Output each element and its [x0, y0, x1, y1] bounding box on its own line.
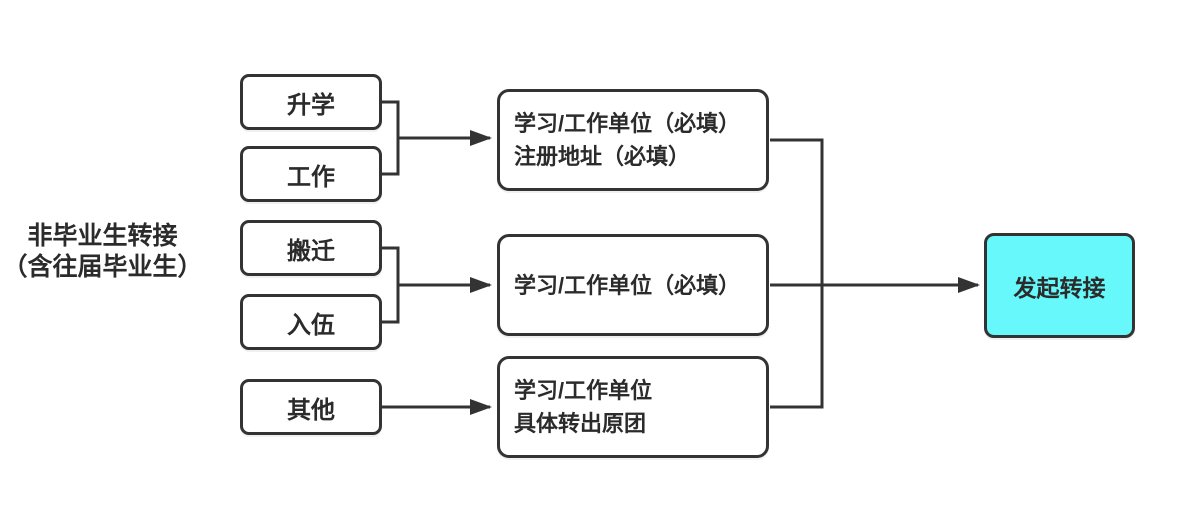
- side-label-line1: 非毕业生转接: [27, 222, 178, 250]
- requirement-box-study-work-address: 学习/工作单位（必填） 注册地址（必填）: [497, 89, 769, 191]
- source-box-other: 其他: [240, 379, 382, 435]
- requirement-line: 学习/工作单位（必填）: [514, 111, 741, 136]
- bracket-middle: [382, 246, 400, 324]
- requirement-line: 学习/工作单位（必填）: [514, 272, 741, 298]
- source-box-relocation: 搬迁: [240, 220, 382, 276]
- requirement-line: 学习/工作单位: [514, 378, 653, 403]
- side-label-line2: （含往届毕业生）: [2, 253, 203, 281]
- diagram-side-label: 非毕业生转接 （含往届毕业生）: [0, 221, 205, 283]
- requirement-line: 具体转出原团: [514, 411, 647, 436]
- source-box-further-study: 升学: [240, 74, 382, 130]
- requirement-box-study-work: 学习/工作单位（必填）: [497, 234, 769, 336]
- source-box-enlistment: 入伍: [240, 294, 382, 350]
- bracket-top: [382, 100, 400, 176]
- requirement-box-study-work-origin: 学习/工作单位 具体转出原团: [497, 356, 769, 458]
- merge-trunk-right: [770, 138, 824, 409]
- source-box-work: 工作: [240, 146, 382, 202]
- initiate-transfer-box: 发起转接: [984, 233, 1135, 338]
- requirement-line: 注册地址（必填）: [514, 144, 691, 169]
